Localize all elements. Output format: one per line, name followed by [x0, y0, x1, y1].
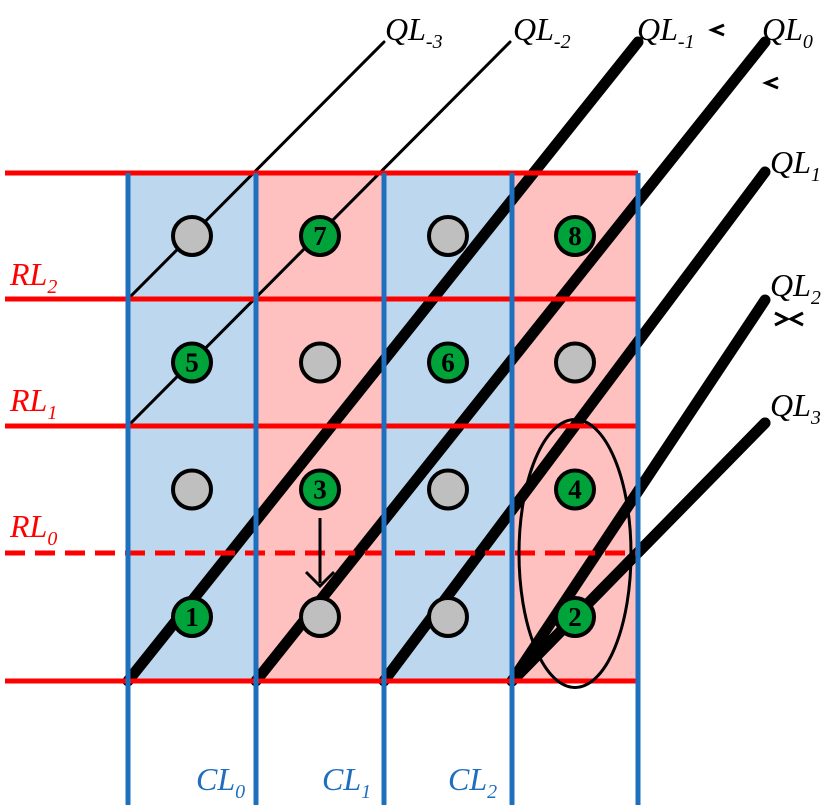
- q-label-2: QL2: [770, 267, 821, 309]
- node-r2-c3: [554, 468, 596, 511]
- column-lines: [125, 173, 641, 805]
- node-r3-c0: [171, 596, 213, 638]
- q-label-m1: QL-1: [637, 11, 695, 53]
- node-r2-c0: [171, 468, 213, 511]
- node-number: 7: [313, 221, 327, 251]
- node-r0-c3: [554, 215, 596, 257]
- node-number: 6: [441, 348, 455, 378]
- q-label-3: QL3: [770, 387, 821, 429]
- node-r0-c1: [299, 215, 341, 257]
- node-r2-c2: [427, 468, 469, 511]
- cell-grid: [128, 173, 638, 681]
- node-r3-c1: [299, 596, 341, 638]
- node-r0-c2: [427, 215, 469, 257]
- node-number: 4: [568, 475, 582, 505]
- annotations: [304, 418, 633, 689]
- node-number: 1: [185, 602, 199, 632]
- node-number: 8: [568, 221, 582, 251]
- node-r3-c3: [554, 596, 596, 638]
- chevron-left-icon: [762, 76, 779, 90]
- node-number: 3: [313, 475, 327, 505]
- node-r1-c3: [554, 341, 596, 384]
- chevron-left-icon: [787, 311, 804, 327]
- q-label-0: QL0: [762, 11, 813, 53]
- q-label-m3: QL-3: [385, 11, 443, 53]
- arrow-head-icon: [304, 570, 336, 589]
- q-label-m2: QL-2: [513, 11, 571, 53]
- nodes: 7 8 5 6 3 4 1 2: [171, 215, 596, 638]
- node-r1-c1: [299, 341, 341, 384]
- col-label-0: CL0: [196, 761, 245, 803]
- col-label-2: CL2: [448, 761, 497, 803]
- node-number: 2: [568, 602, 582, 632]
- node-r1-c0: [171, 341, 213, 384]
- row-label-0: RL0: [9, 508, 57, 550]
- node-r3-c2: [427, 596, 469, 638]
- col-label-1: CL1: [322, 761, 371, 803]
- q-label-1: QL1: [770, 144, 821, 186]
- node-r0-c0: [171, 215, 213, 257]
- chevron-marks: [708, 23, 804, 327]
- highlight-ellipse: [517, 418, 633, 689]
- node-number: 5: [185, 348, 199, 378]
- row-label-2: RL2: [9, 256, 57, 298]
- chevron-left-icon: [708, 23, 725, 37]
- chevron-right-icon: [774, 311, 791, 327]
- node-r1-c2: [427, 341, 469, 384]
- row-label-1: RL1: [9, 382, 57, 424]
- node-r2-c1: [299, 468, 341, 511]
